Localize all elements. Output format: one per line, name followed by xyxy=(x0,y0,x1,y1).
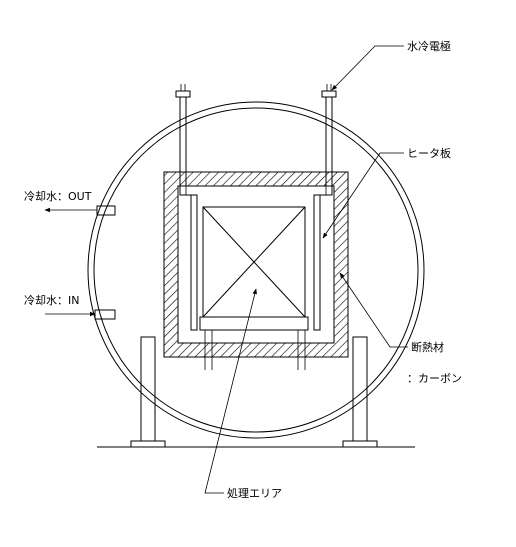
water-cooled-electrodes xyxy=(175,84,337,186)
label-coolant-out: 冷却水：OUT xyxy=(24,190,92,203)
coolant-out-pipe xyxy=(96,205,116,216)
insulation-box xyxy=(163,171,349,358)
heater-plates xyxy=(179,186,333,331)
leader-lines xyxy=(44,45,408,494)
coolant-in-pipe xyxy=(94,309,116,320)
process-area-box xyxy=(199,206,309,331)
label-heater: ヒータ板 xyxy=(407,146,451,160)
label-insulation: 断熱材 xyxy=(411,340,444,354)
vacuum-chamber xyxy=(87,101,425,439)
label-process-area: 処理エリア xyxy=(227,487,282,500)
label-insulation-material: ：カーボン xyxy=(407,372,462,385)
label-coolant-in: 冷却水：IN xyxy=(24,294,79,307)
label-electrode: 水冷電極 xyxy=(407,39,451,53)
